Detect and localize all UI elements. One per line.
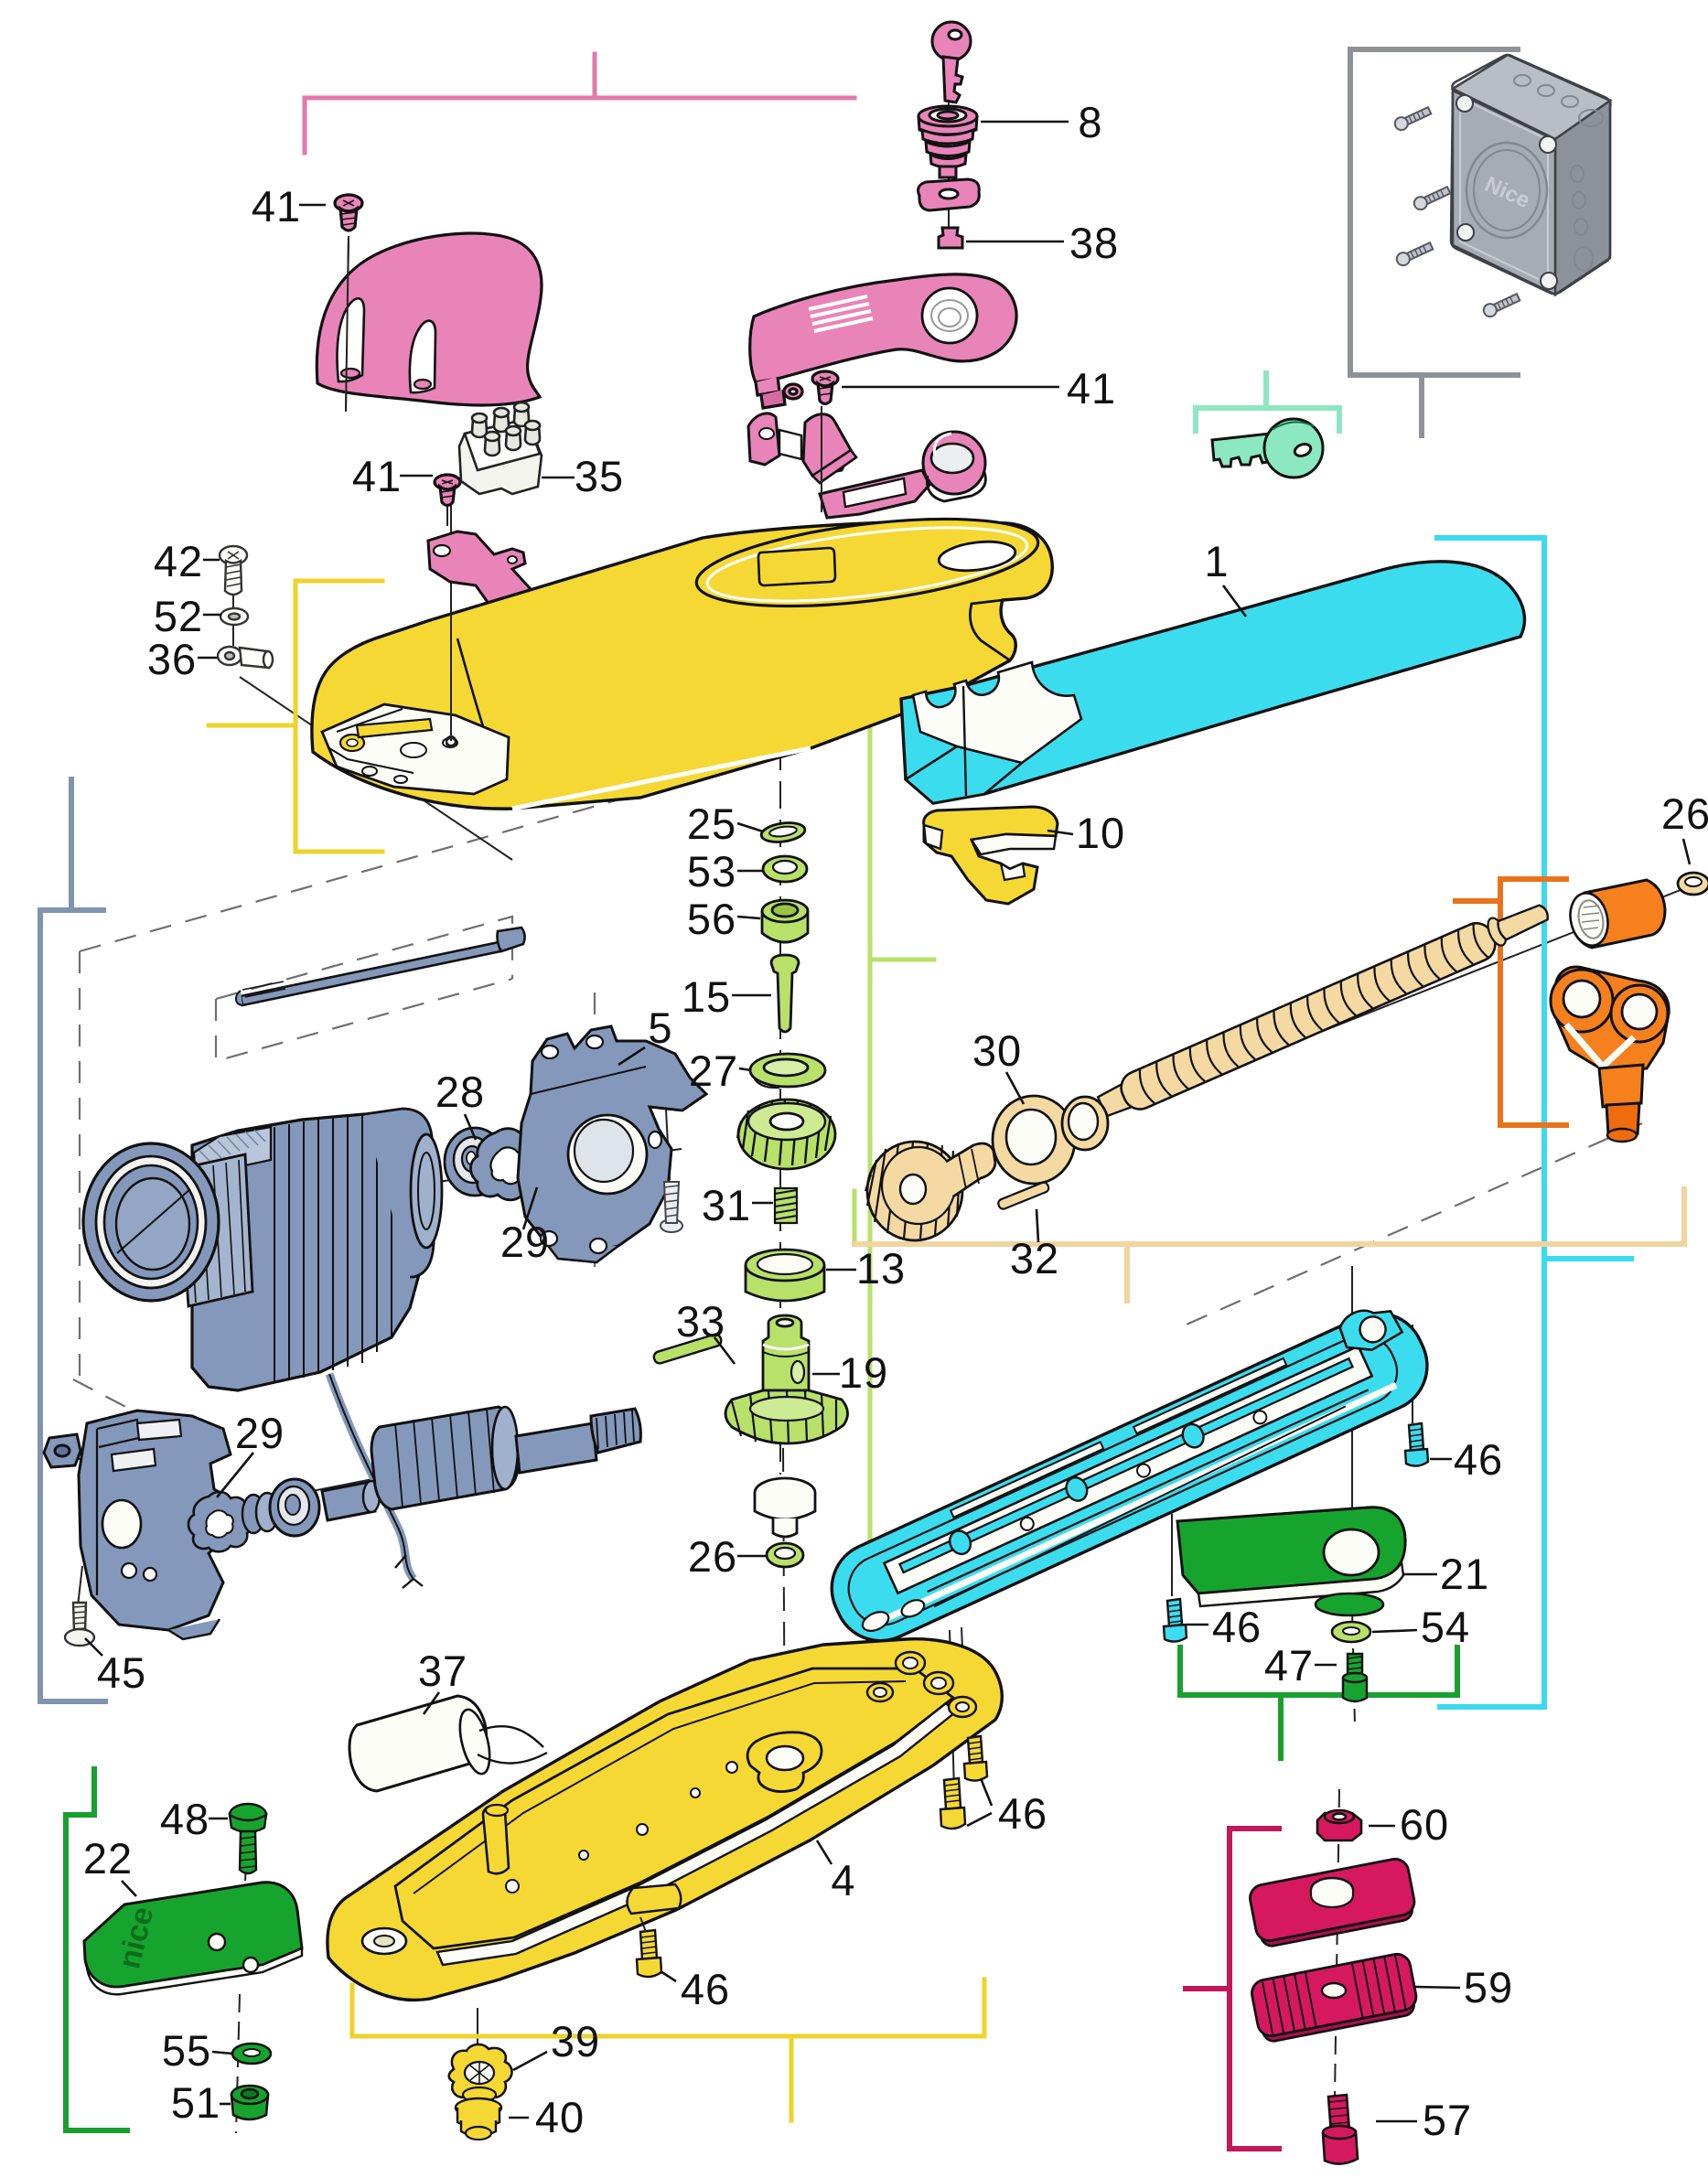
svg-text:40: 40 xyxy=(535,2093,585,2141)
svg-text:41: 41 xyxy=(252,182,301,231)
svg-text:59: 59 xyxy=(1464,1963,1513,2012)
svg-text:19: 19 xyxy=(839,1348,888,1397)
svg-text:29: 29 xyxy=(235,1409,285,1457)
svg-text:35: 35 xyxy=(575,452,624,500)
svg-text:57: 57 xyxy=(1423,2096,1472,2144)
svg-text:5: 5 xyxy=(648,1003,672,1052)
svg-text:53: 53 xyxy=(687,847,736,896)
svg-text:10: 10 xyxy=(1076,809,1125,857)
svg-text:4: 4 xyxy=(831,1856,855,1904)
svg-text:46: 46 xyxy=(1212,1603,1262,1651)
svg-text:60: 60 xyxy=(1400,1800,1449,1849)
svg-text:42: 42 xyxy=(154,537,203,585)
svg-text:52: 52 xyxy=(154,592,203,640)
svg-text:39: 39 xyxy=(551,2017,600,2065)
svg-text:48: 48 xyxy=(160,1795,209,1843)
svg-text:1: 1 xyxy=(1204,537,1229,585)
svg-text:41: 41 xyxy=(1067,364,1116,413)
svg-text:26: 26 xyxy=(688,1532,737,1581)
svg-text:41: 41 xyxy=(352,452,402,500)
svg-text:56: 56 xyxy=(687,895,736,943)
svg-text:45: 45 xyxy=(97,1648,146,1697)
svg-text:26: 26 xyxy=(1661,789,1708,838)
svg-text:51: 51 xyxy=(171,2078,220,2127)
svg-text:47: 47 xyxy=(1264,1641,1314,1690)
svg-text:25: 25 xyxy=(687,799,736,848)
svg-text:27: 27 xyxy=(689,1046,738,1095)
svg-text:46: 46 xyxy=(1454,1435,1503,1484)
svg-text:33: 33 xyxy=(676,1297,725,1346)
svg-text:37: 37 xyxy=(418,1647,467,1695)
svg-text:36: 36 xyxy=(147,635,197,683)
svg-text:46: 46 xyxy=(998,1789,1047,1838)
svg-text:15: 15 xyxy=(682,972,731,1021)
svg-text:21: 21 xyxy=(1440,1550,1489,1598)
svg-text:8: 8 xyxy=(1078,98,1102,146)
svg-text:30: 30 xyxy=(972,1026,1022,1075)
svg-text:55: 55 xyxy=(162,2026,211,2075)
svg-text:54: 54 xyxy=(1421,1603,1470,1651)
svg-text:13: 13 xyxy=(856,1244,906,1293)
svg-text:29: 29 xyxy=(500,1218,550,1266)
svg-text:38: 38 xyxy=(1069,219,1119,267)
svg-text:22: 22 xyxy=(83,1834,133,1883)
svg-text:31: 31 xyxy=(702,1181,751,1229)
svg-text:46: 46 xyxy=(681,1965,730,2013)
svg-text:28: 28 xyxy=(435,1068,485,1116)
svg-text:32: 32 xyxy=(1010,1234,1059,1282)
